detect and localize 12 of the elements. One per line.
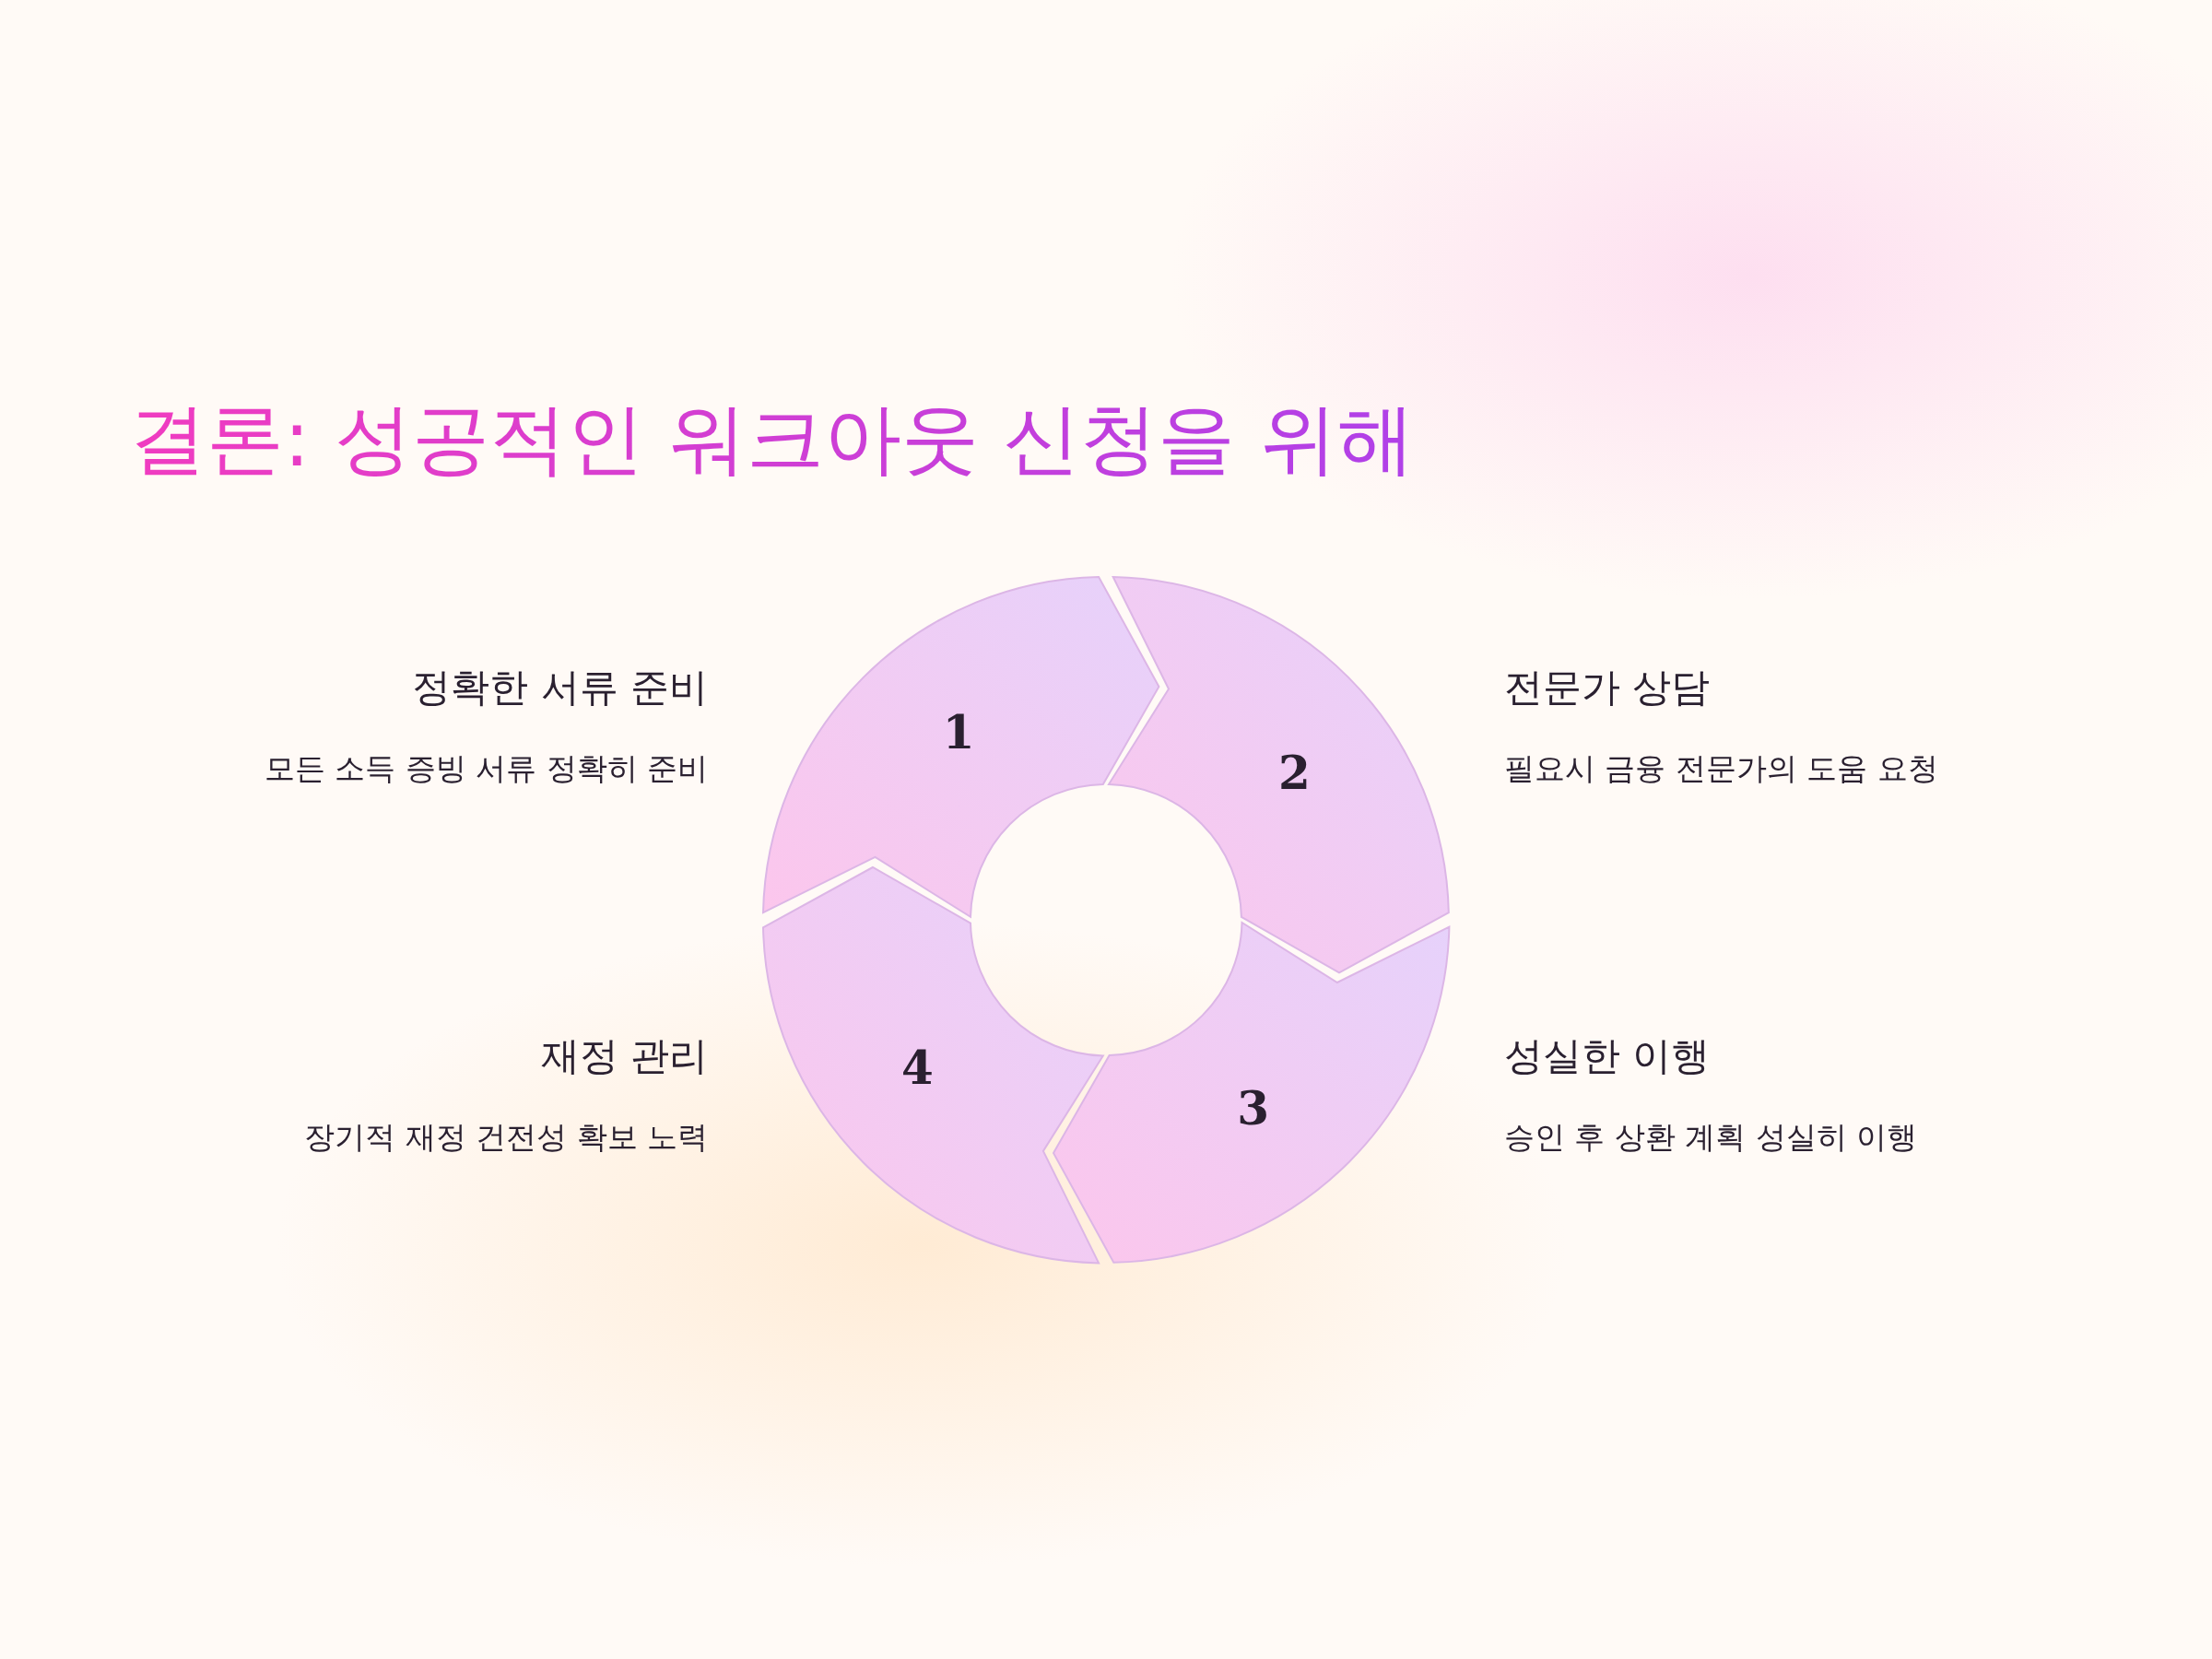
- step-description: 필요시 금융 전문가의 도움 요청: [1504, 749, 1938, 788]
- step-description: 모든 소득 증빙 서류 정확히 준비: [264, 749, 708, 788]
- step-description: 승인 후 상환 계획 성실히 이행: [1504, 1118, 1918, 1157]
- step-number: 1: [942, 704, 975, 759]
- step-heading: 재정 관리: [540, 1032, 708, 1080]
- step-number: 4: [901, 1040, 934, 1095]
- step-heading: 성실한 이행: [1504, 1032, 1711, 1080]
- step-number: 3: [1237, 1081, 1270, 1135]
- step-description: 장기적 재정 건전성 확보 노력: [304, 1118, 708, 1157]
- step-heading: 전문가 상담: [1504, 664, 1711, 712]
- step-heading: 정확한 서류 준비: [412, 664, 708, 712]
- step-number: 2: [1278, 745, 1311, 800]
